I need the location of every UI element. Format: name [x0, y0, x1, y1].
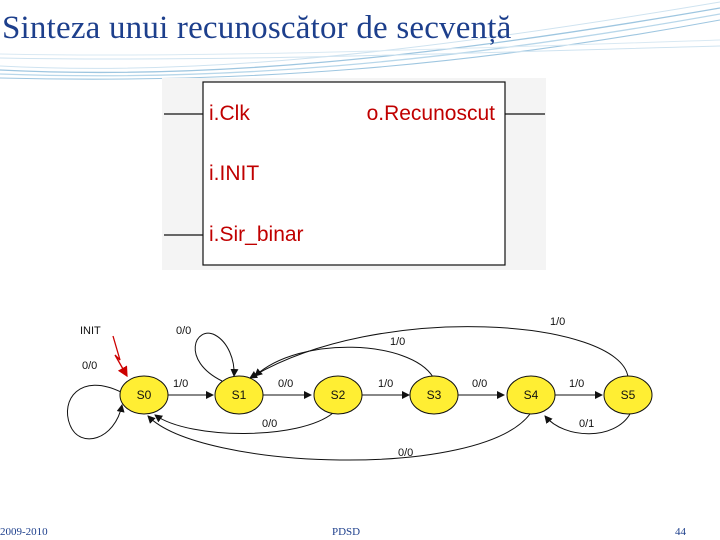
edge-s3-s1	[254, 346, 434, 378]
label-s2-s0: 0/0	[262, 418, 277, 430]
state-s0-label: S0	[137, 388, 152, 402]
entity-block: i.Clk i.INIT i.Sir_binar o.Recunoscut	[162, 78, 546, 270]
label-s1-s1: 0/0	[176, 325, 191, 337]
label-s4-s5: 1/0	[569, 378, 584, 390]
label-s5-s4: 0/1	[579, 418, 594, 430]
state-s4-label: S4	[524, 388, 539, 402]
header-wave-decoration	[0, 1, 720, 80]
state-s3	[409, 375, 459, 415]
label-s2-s3: 1/0	[378, 378, 393, 390]
label-s5-s1: 1/0	[550, 316, 565, 328]
edge-s2-s0	[154, 412, 334, 434]
state-s4	[506, 375, 556, 415]
footer-year: 2009-2010	[0, 526, 48, 538]
state-s0	[119, 375, 169, 415]
footer-course: PDSD	[332, 526, 361, 538]
input-clk-label: i.Clk	[209, 102, 250, 125]
edge-s4-s0	[147, 413, 531, 461]
state-s3-label: S3	[427, 388, 442, 402]
state-s2-label: S2	[331, 388, 346, 402]
edge-s5-s4	[544, 413, 631, 435]
slide-title: Sinteza unui recunoscător de secvență	[2, 10, 512, 46]
input-init-label: i.INIT	[209, 162, 259, 185]
edge-s1-s1	[194, 332, 239, 382]
state-s1	[214, 375, 264, 415]
state-s5-label: S5	[621, 388, 636, 402]
label-s1-s2: 0/0	[278, 378, 293, 390]
label-s0-s0: 0/0	[82, 360, 97, 372]
state-s2	[313, 375, 363, 415]
label-s3-s1: 1/0	[390, 336, 405, 348]
transition-labels: INIT 0/0 1/0 0/0 0/0 0/0 1/0 1/0 0/0 0/0…	[80, 316, 594, 459]
input-sir-binar-label: i.Sir_binar	[209, 223, 304, 246]
edge-s0-s0	[66, 384, 125, 440]
init-arrow	[112, 335, 128, 378]
label-s3-s4: 0/0	[472, 378, 487, 390]
output-recunoscut-label: o.Recunoscut	[367, 102, 496, 125]
edge-s5-s1	[249, 326, 629, 379]
state-s5	[603, 375, 653, 415]
state-s1-label: S1	[232, 388, 247, 402]
fsm-states: S0 S1 S2 S3 S4 S5	[119, 375, 653, 415]
init-label: INIT	[80, 325, 101, 337]
label-s0-s1: 1/0	[173, 378, 188, 390]
label-s4-s0: 0/0	[398, 447, 413, 459]
fsm-transitions	[66, 326, 631, 461]
footer-page-number: 44	[675, 526, 686, 538]
